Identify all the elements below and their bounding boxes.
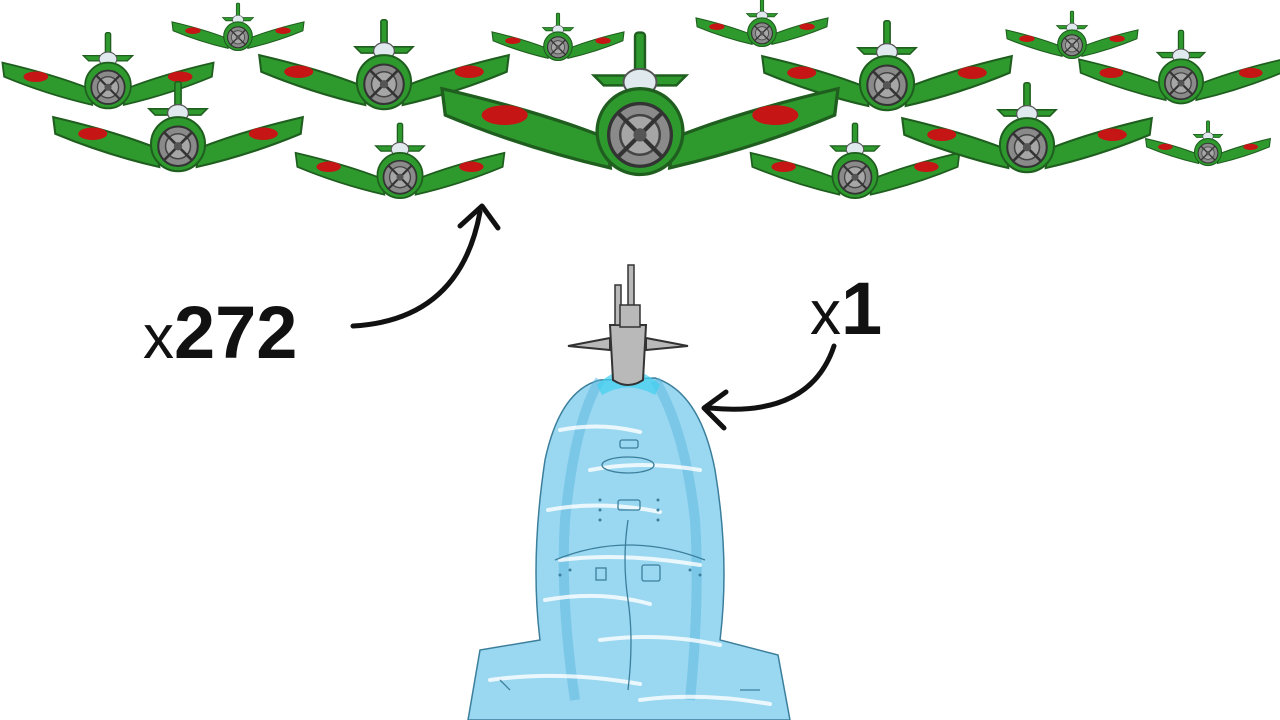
fighter-plane-icon xyxy=(1144,120,1272,167)
fighter-plane-icon xyxy=(294,122,506,200)
fighter-plane-icon xyxy=(171,2,305,52)
submarine-count-label: x1 xyxy=(810,272,882,346)
curved-arrow-icon xyxy=(350,203,501,329)
plane-count-value: 272 xyxy=(174,291,298,374)
fighter-plane-icon xyxy=(1,31,215,110)
submarine-icon xyxy=(467,264,791,720)
fighter-plane-icon xyxy=(695,0,829,48)
fighter-plane-icon xyxy=(1005,10,1139,60)
plane-formation xyxy=(1,0,1280,200)
fighter-plane-icon xyxy=(491,12,625,62)
curved-arrow-icon xyxy=(701,343,837,431)
plane-count-label: x272 xyxy=(143,296,297,370)
multiplier-prefix: x xyxy=(810,279,841,348)
submarine-count-value: 1 xyxy=(841,267,883,350)
multiplier-prefix: x xyxy=(143,303,174,372)
